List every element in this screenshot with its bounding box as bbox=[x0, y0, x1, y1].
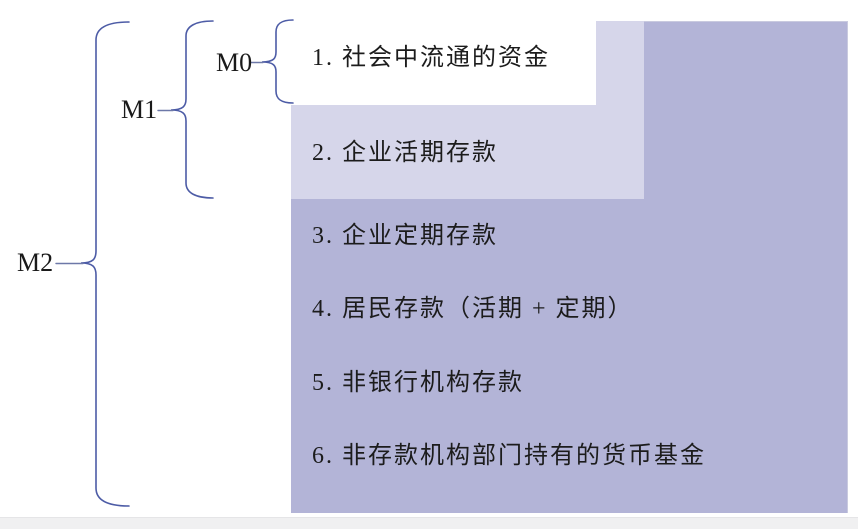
list-item-4: 4. 居民存款（活期 + 定期） bbox=[312, 296, 634, 322]
m1-label: M1 bbox=[121, 95, 158, 124]
list-item-6: 6. 非存款机构部门持有的货币基金 bbox=[312, 443, 706, 469]
m0-scope-block bbox=[291, 21, 596, 105]
m1-brace bbox=[170, 20, 214, 199]
m0-brace bbox=[261, 19, 294, 104]
list-item-2: 2. 企业活期存款 bbox=[312, 140, 498, 166]
list-item-1: 1. 社会中流通的资金 bbox=[312, 45, 550, 71]
m0-label: M0 bbox=[216, 48, 253, 77]
m2-label: M2 bbox=[17, 248, 54, 277]
list-item-3: 3. 企业定期存款 bbox=[312, 223, 498, 249]
list-item-5: 5. 非银行机构存款 bbox=[312, 370, 524, 396]
bottom-scrollbar-track[interactable] bbox=[0, 517, 858, 529]
